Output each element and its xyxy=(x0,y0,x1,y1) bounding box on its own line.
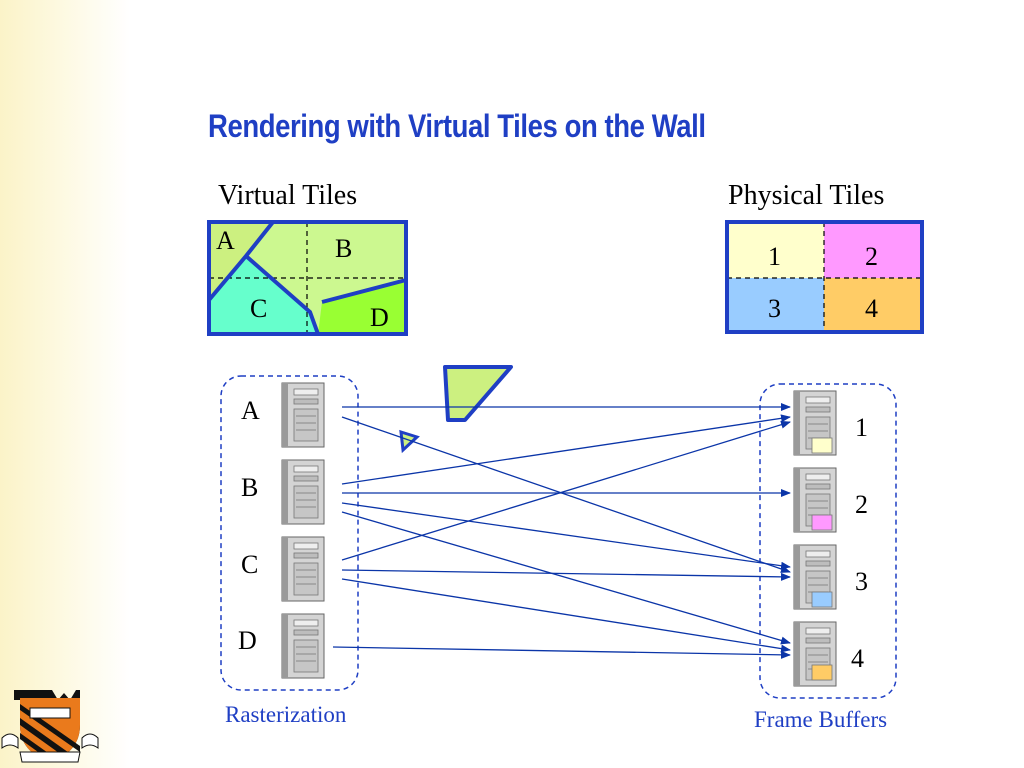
server-icon xyxy=(281,536,325,602)
arrow-c-to-3 xyxy=(341,569,791,581)
raster-node-a-label: A xyxy=(241,396,260,425)
frame-buffers-group xyxy=(759,383,897,699)
arrow-d-to-4 xyxy=(332,646,791,659)
server-icon xyxy=(281,382,325,448)
rasterization-caption: Rasterization xyxy=(225,702,347,727)
raster-node-d-label: D xyxy=(238,626,257,655)
rasterization-group xyxy=(220,375,359,691)
small-fragment-shape xyxy=(399,429,420,454)
region-c xyxy=(209,256,318,334)
arrow-b-to-4 xyxy=(341,511,791,645)
server-icon xyxy=(281,459,325,525)
connection-arrows xyxy=(332,403,791,659)
frame-buffer-2-label: 2 xyxy=(855,490,868,519)
raster-node-b-label: B xyxy=(241,473,259,502)
physical-tiles-heading: Physical Tiles xyxy=(728,180,885,211)
frame-buffer-server-2 xyxy=(793,467,837,533)
virtual-tiles-box xyxy=(207,220,408,336)
arrow-b-to-3 xyxy=(341,502,791,570)
region-d xyxy=(318,280,406,334)
arrow-b-to-1 xyxy=(341,414,791,485)
region-c-label: C xyxy=(250,294,268,323)
frame-buffer-server-4 xyxy=(793,621,837,687)
frame-buffer-4-label: 4 xyxy=(851,644,864,673)
slide-title: Rendering with Virtual Tiles on the Wall xyxy=(208,108,706,144)
physical-tile-3-label: 3 xyxy=(768,294,781,323)
physical-tiles-box xyxy=(725,220,924,334)
region-b-label: B xyxy=(335,234,353,263)
physical-tile-4 xyxy=(824,278,922,332)
arrow-a-to-3 xyxy=(341,416,791,573)
region-a-label: A xyxy=(216,226,235,255)
side-gradient xyxy=(0,0,130,768)
physical-tile-1 xyxy=(727,222,824,278)
arrow-c-to-1 xyxy=(341,420,791,561)
physical-tile-4-label: 4 xyxy=(865,294,878,323)
region-d-label: D xyxy=(370,303,389,332)
frame-buffer-1-label: 1 xyxy=(855,413,868,442)
physical-tile-1-label: 1 xyxy=(768,242,781,271)
raster-node-c-label: C xyxy=(241,550,259,579)
university-shield-logo xyxy=(1,690,99,763)
tile-fragment-shape xyxy=(443,365,513,422)
server-icon xyxy=(281,613,325,679)
physical-tile-3 xyxy=(727,278,824,332)
frame-buffer-3-label: 3 xyxy=(855,567,868,596)
physical-tile-2 xyxy=(824,222,922,278)
arrow-c-to-4 xyxy=(341,578,791,653)
virtual-tiles-heading: Virtual Tiles xyxy=(218,180,358,211)
frame-buffer-server-3 xyxy=(793,544,837,610)
physical-tile-2-label: 2 xyxy=(865,242,878,271)
frame-buffers-caption: Frame Buffers xyxy=(754,707,888,732)
frame-buffer-server-1 xyxy=(793,390,837,456)
